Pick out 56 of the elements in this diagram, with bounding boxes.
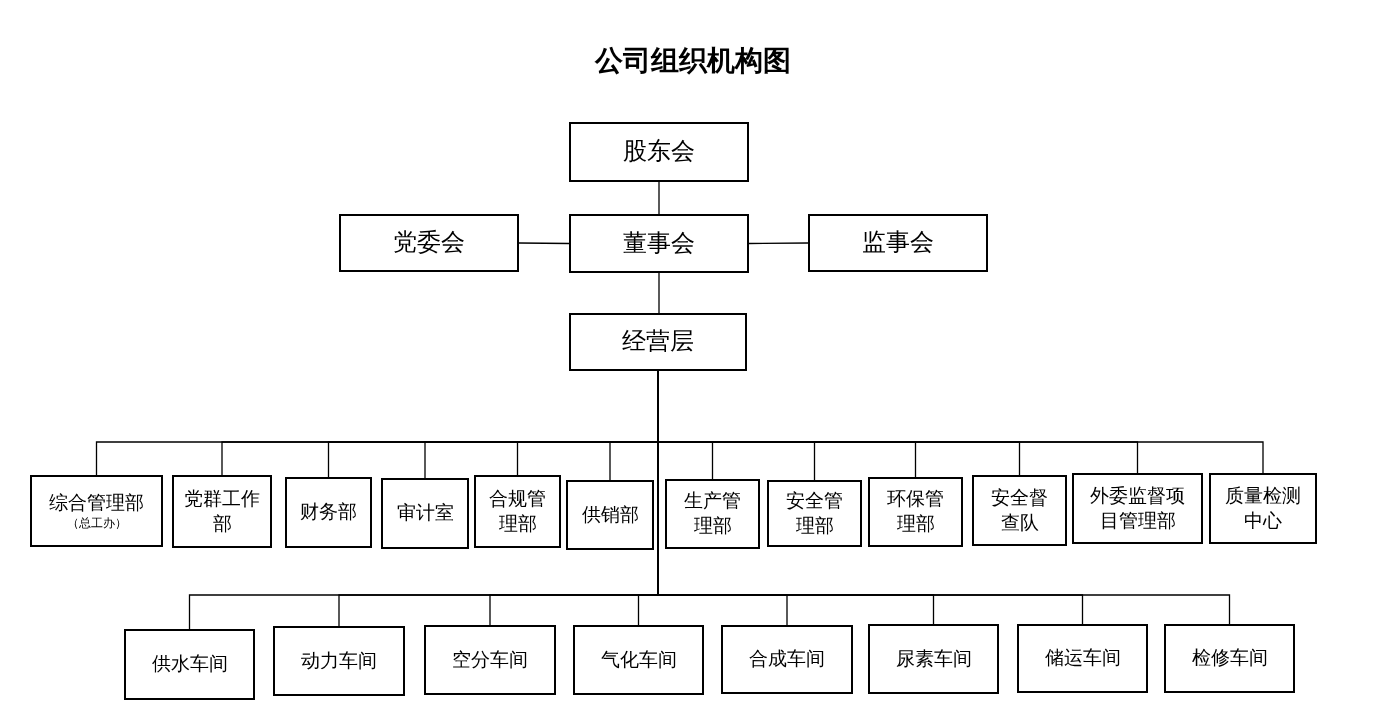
connector-line — [518, 242, 570, 245]
unit-name: 经营层 — [622, 327, 694, 357]
unit-name: 财务部 — [300, 500, 357, 525]
unit-name: 审计室 — [396, 501, 454, 526]
unit-name: 空分车间 — [452, 647, 528, 672]
org-unit-box — [1017, 624, 1148, 693]
unit-name: 合成车间 — [749, 647, 825, 672]
org-unit-box — [285, 477, 372, 548]
unit-name: 环保管理部 — [886, 487, 945, 536]
org-unit-box — [665, 479, 760, 549]
org-unit-box — [868, 477, 963, 547]
unit-name: 供水车间 — [151, 652, 228, 677]
unit-name: 党群工作部 — [183, 486, 261, 536]
unit-name: 尿素车间 — [895, 646, 972, 671]
org-unit-box — [868, 624, 999, 694]
unit-name: 监事会 — [862, 228, 934, 258]
unit-name: 综合管理部 — [49, 490, 144, 515]
unit-name: 外委监督项目管理部 — [1089, 483, 1186, 533]
org-unit-box — [1072, 473, 1203, 544]
unit-name: 董事会 — [623, 228, 695, 258]
unit-note: （总工办） — [66, 515, 127, 532]
org-unit-box — [569, 313, 747, 371]
org-unit-box — [972, 475, 1067, 546]
connector-line — [658, 272, 660, 314]
unit-name: 气化车间 — [600, 647, 677, 672]
org-unit-box — [30, 475, 163, 547]
unit-name: 供销部 — [581, 502, 639, 527]
org-unit-box — [172, 475, 272, 548]
org-unit-box — [474, 475, 561, 548]
org-unit-box — [569, 122, 749, 182]
unit-name: 储运车间 — [1044, 646, 1121, 671]
diagram-title: 公司组织机构图 — [593, 43, 792, 79]
org-unit-box — [569, 214, 749, 273]
connector-line — [748, 242, 809, 245]
org-unit-box — [339, 214, 519, 272]
org-unit-box — [808, 214, 988, 272]
org-unit-box — [566, 480, 654, 550]
org-unit-box — [573, 625, 704, 695]
org-unit-box — [273, 626, 405, 696]
unit-name: 动力车间 — [301, 648, 377, 673]
org-unit-box — [424, 625, 556, 695]
unit-name: 安全督查队 — [990, 485, 1049, 535]
connector-line — [658, 181, 660, 215]
unit-name: 生产管理部 — [683, 489, 742, 538]
unit-name: 股东会 — [623, 137, 695, 167]
org-unit-box — [1209, 473, 1317, 544]
unit-name: 党委会 — [393, 228, 465, 258]
org-unit-box — [767, 480, 862, 547]
unit-name: 质量检测中心 — [1224, 483, 1302, 533]
unit-name: 安全管理部 — [785, 488, 844, 538]
unit-name: 检修车间 — [1191, 646, 1268, 671]
unit-name: 合规管理部 — [488, 486, 547, 536]
org-unit-box — [381, 478, 469, 549]
org-unit-box — [721, 625, 853, 694]
org-unit-box — [124, 629, 255, 700]
org-unit-box — [1164, 624, 1295, 693]
